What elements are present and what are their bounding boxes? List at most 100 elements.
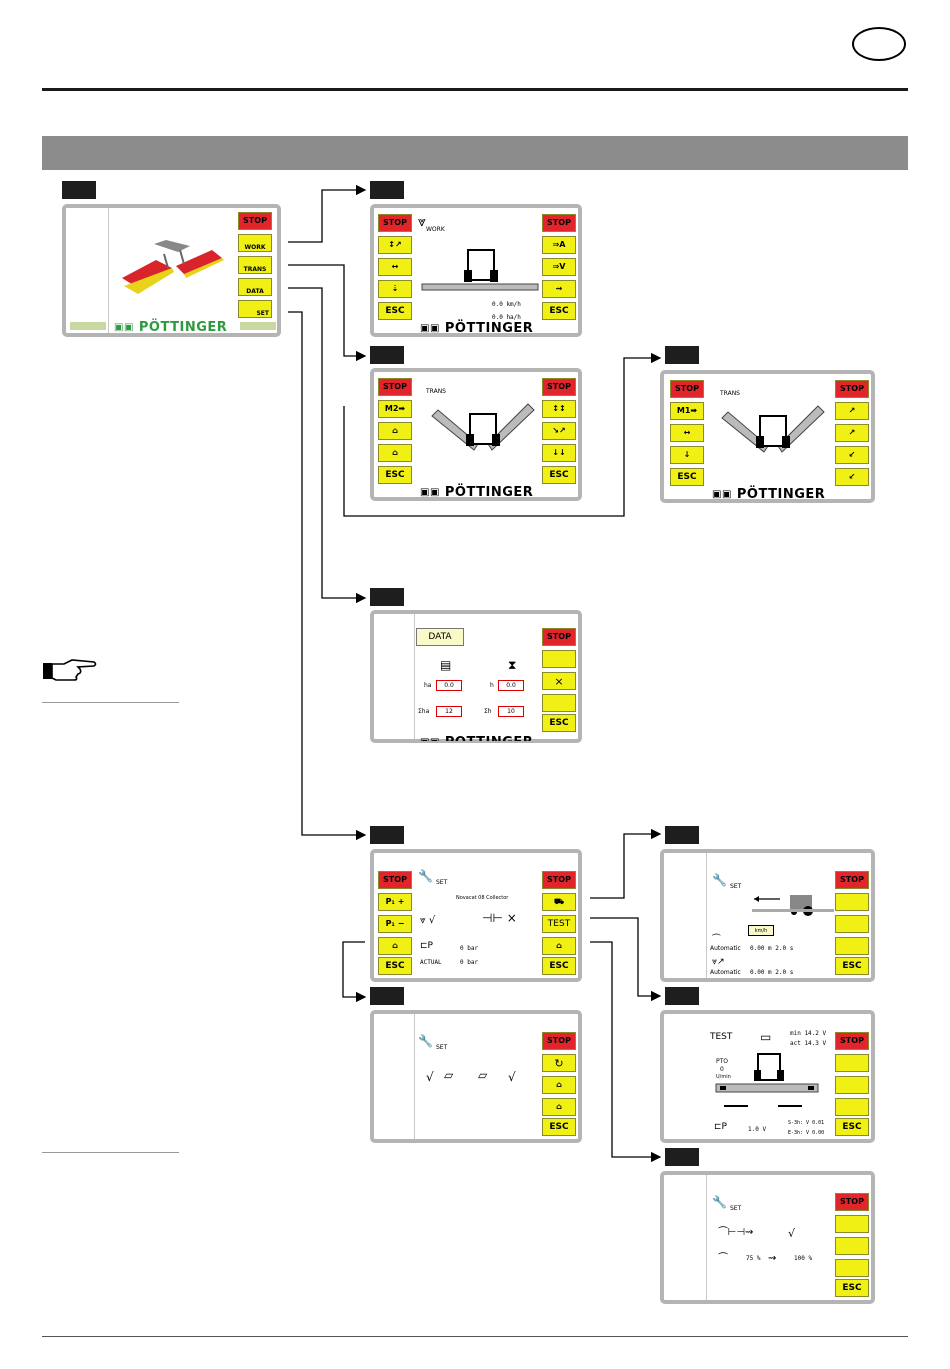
speed-value: 0.0 km/h [492,301,521,308]
blank-button[interactable] [835,1076,869,1094]
figure-tag [665,346,699,364]
lift-button[interactable]: ↕↗ [378,236,412,254]
lift-right-button[interactable]: ↗ [835,402,869,420]
percent-1: 75 % [746,1255,761,1262]
lower-front-button[interactable]: ↙ [835,446,869,464]
check-icon: √ [508,1070,516,1084]
stop-button[interactable]: STOP [670,380,704,398]
work-button[interactable]: WORK [238,234,272,252]
esc-button[interactable]: ESC [835,1118,869,1136]
mower-left-button[interactable]: ⌂ [542,1076,576,1094]
stop-button[interactable]: STOP [542,1032,576,1050]
mower-lift-icon: ⏜⊢⊣⇝ [718,1227,754,1238]
blank-button[interactable] [835,893,869,911]
esc-button[interactable]: ESC [378,466,412,484]
stop-button[interactable]: STOP [542,378,576,396]
mode-m1-button[interactable]: M1➡ [670,402,704,420]
esc-button[interactable]: ESC [542,302,576,320]
esc-button[interactable]: ESC [835,1279,869,1297]
actual-label: ACTUAL [420,959,442,966]
brand-logo: PÖTTINGER [138,320,228,335]
figure-tag [370,826,404,844]
stop-button[interactable]: STOP [542,871,576,889]
esc-button[interactable]: ESC [542,1118,576,1136]
tractor-diagram [421,249,539,291]
stop-button[interactable]: STOP [542,214,576,232]
stop-button[interactable]: STOP [835,871,869,889]
auto-a-button[interactable]: ⇒A [542,236,576,254]
mower-down-button[interactable]: ⌂ [378,444,412,462]
esc-button[interactable]: ESC [542,714,576,732]
mower-right-icon: ⏥ [478,1068,488,1082]
esc-button[interactable]: ESC [378,302,412,320]
stop-button[interactable]: STOP [238,212,272,230]
auto-v-button[interactable]: ⇒V [542,258,576,276]
trans-header: TRANS [720,390,740,397]
blank-button[interactable] [542,694,576,712]
test-title: TEST [710,1032,733,1042]
blank-button[interactable] [835,1215,869,1233]
down-button[interactable]: ↓ [670,446,704,464]
blank-button[interactable] [835,937,869,955]
lift-left-button[interactable]: ↘↗ [542,422,576,440]
battery-icon: ▭ [760,1030,772,1044]
pressure-plus-button[interactable]: P₁ + [378,893,412,911]
lower-button[interactable]: ↓↓ [542,444,576,462]
blank-button[interactable] [835,1237,869,1255]
stop-button[interactable]: STOP [835,1032,869,1050]
mower-button[interactable]: ⌂ [378,937,412,955]
esc-button[interactable]: ESC [670,468,704,486]
clear-button[interactable]: × [542,672,576,690]
width-button[interactable]: ↔ [670,424,704,442]
side-lift-button[interactable]: ⇝ [542,280,576,298]
check-icon: √ [426,1070,434,1084]
blank-button[interactable] [542,650,576,668]
pto-value: 0 [720,1066,724,1073]
trans-button[interactable]: TRANS [238,256,272,274]
set-button[interactable]: SET [238,300,272,318]
data-button[interactable]: DATA [238,278,272,296]
blank-button[interactable] [835,1054,869,1072]
esc-button[interactable]: ESC [378,957,412,975]
blank-button[interactable] [835,1259,869,1277]
mower-up-button[interactable]: ⌂ [378,422,412,440]
set-header: SET [436,879,448,886]
work-icon: ⩔ [418,214,426,230]
mower-setup-button[interactable]: ⌂ [542,937,576,955]
voltage-act: act 14.3 V [790,1040,827,1047]
blank-button[interactable] [835,1098,869,1116]
brand-logo: PÖTTINGER [444,485,534,500]
stop-button[interactable]: STOP [542,628,576,646]
esc-button[interactable]: ESC [542,957,576,975]
esc-button[interactable]: ESC [542,466,576,484]
automatic-label: Automatic [710,969,741,976]
sum-h-value: 10 [498,706,524,717]
brand-logo: PÖTTINGER [736,487,826,502]
stop-button[interactable]: STOP [378,378,412,396]
lower-rear-button[interactable]: ↙ [835,468,869,486]
fold-button[interactable]: ⇣ [378,280,412,298]
lift-front-button[interactable]: ↗ [835,424,869,442]
tractor-setup-button[interactable]: ⛟ [542,893,576,911]
blank-button[interactable] [835,915,869,933]
main-screen: ▣▣PÖTTINGER STOP WORK TRANS DATA SET [62,204,281,337]
pressure-minus-button[interactable]: P₁ − [378,915,412,933]
stop-button[interactable]: STOP [378,214,412,232]
stop-button[interactable]: STOP [378,871,412,889]
stop-button[interactable]: STOP [835,1193,869,1211]
test-button[interactable]: TEST [542,915,576,933]
figure-tag [62,181,96,199]
esc-button[interactable]: ESC [835,957,869,975]
set-header: SET [730,1205,742,1212]
lift-all-button[interactable]: ↕↕ [542,400,576,418]
reset-button[interactable]: ↻ [542,1054,576,1072]
width-button[interactable]: ↔ [378,258,412,276]
lift-icon: ⇝ [768,1253,777,1264]
set-screen: STOP P₁ + P₁ − ⌂ ESC 🔧 SET Novacat 08 Co… [370,849,582,982]
data-title: DATA [416,628,464,646]
country-code-oval [852,27,906,61]
mower-right-button[interactable]: ⌂ [542,1098,576,1116]
mode-m2-button[interactable]: M2➡ [378,400,412,418]
stop-button[interactable]: STOP [835,380,869,398]
cutter-icon: ⏜ [712,935,721,945]
